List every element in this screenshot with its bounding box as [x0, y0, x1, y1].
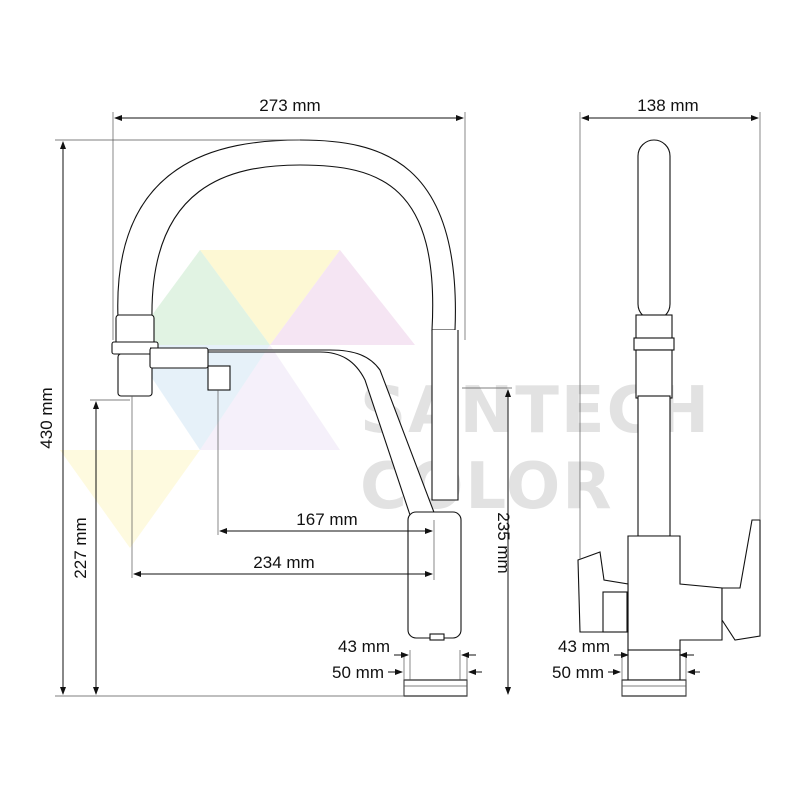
label-reach-short: 167 mm	[296, 510, 357, 529]
label-reach-long: 234 mm	[253, 553, 314, 572]
label-height-body: 235 mm	[494, 512, 513, 573]
dimension-lines	[55, 112, 761, 697]
dimension-labels: 273 mm 138 mm 430 mm 227 mm 235 mm 167 m…	[37, 96, 699, 682]
label-base-outer-front: 50 mm	[332, 663, 384, 682]
label-base-outer-side: 50 mm	[552, 663, 604, 682]
label-width-side: 138 mm	[637, 96, 698, 115]
label-height-total: 430 mm	[37, 387, 56, 448]
label-height-spout: 227 mm	[71, 517, 90, 578]
label-base-inner-side: 43 mm	[558, 637, 610, 656]
front-view-faucet	[111, 139, 468, 697]
label-width-front: 273 mm	[259, 96, 320, 115]
side-view-faucet	[577, 139, 761, 697]
label-base-inner-front: 43 mm	[338, 637, 390, 656]
